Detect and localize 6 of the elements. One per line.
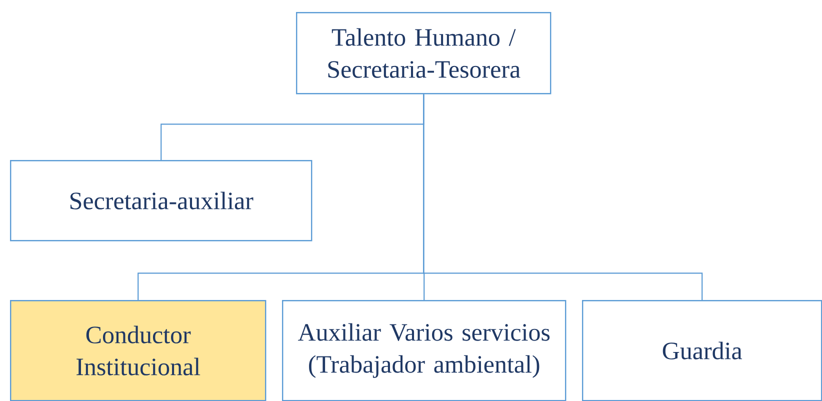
- org-box: Talento Humano / Secretaria-Tesorera: [296, 12, 552, 94]
- org-box: Conductor Institucional: [10, 300, 266, 401]
- connector-line: [423, 94, 703, 300]
- org-box: Guardia: [582, 300, 822, 401]
- org-box: Secretaria-auxiliar: [10, 160, 312, 242]
- org-box: Auxiliar Varios servicios (Trabajador ambiental): [282, 300, 566, 401]
